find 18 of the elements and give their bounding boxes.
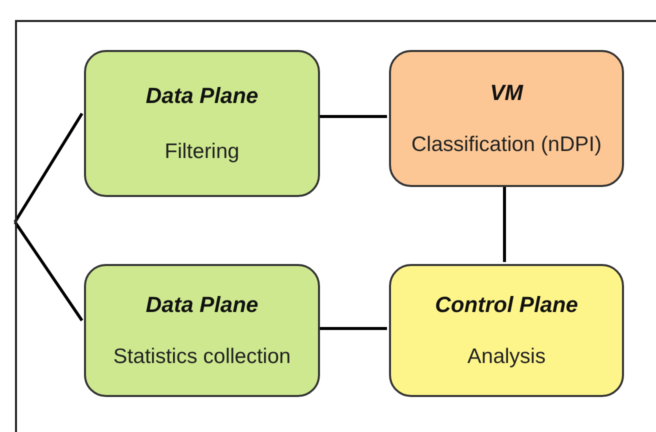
node-heading: VM <box>490 80 523 106</box>
node-text: Classification (nDPI) <box>411 133 602 158</box>
process-box <box>84 264 320 397</box>
connector-line <box>14 221 84 322</box>
connector-line <box>14 112 84 223</box>
connector-line <box>503 185 506 262</box>
node-heading: Data Plane <box>146 83 258 109</box>
node-text: Analysis <box>467 344 546 369</box>
frame-border <box>15 20 656 432</box>
process-box <box>84 50 320 197</box>
node-text: Filtering <box>164 140 240 164</box>
connector-line <box>318 115 387 118</box>
process-box <box>389 50 624 187</box>
node-heading: Data Plane <box>146 292 258 318</box>
process-box <box>389 264 624 397</box>
node-heading: Control Plane <box>434 292 578 318</box>
node-text: Statistics collection <box>113 344 291 369</box>
connector-line <box>318 327 387 330</box>
